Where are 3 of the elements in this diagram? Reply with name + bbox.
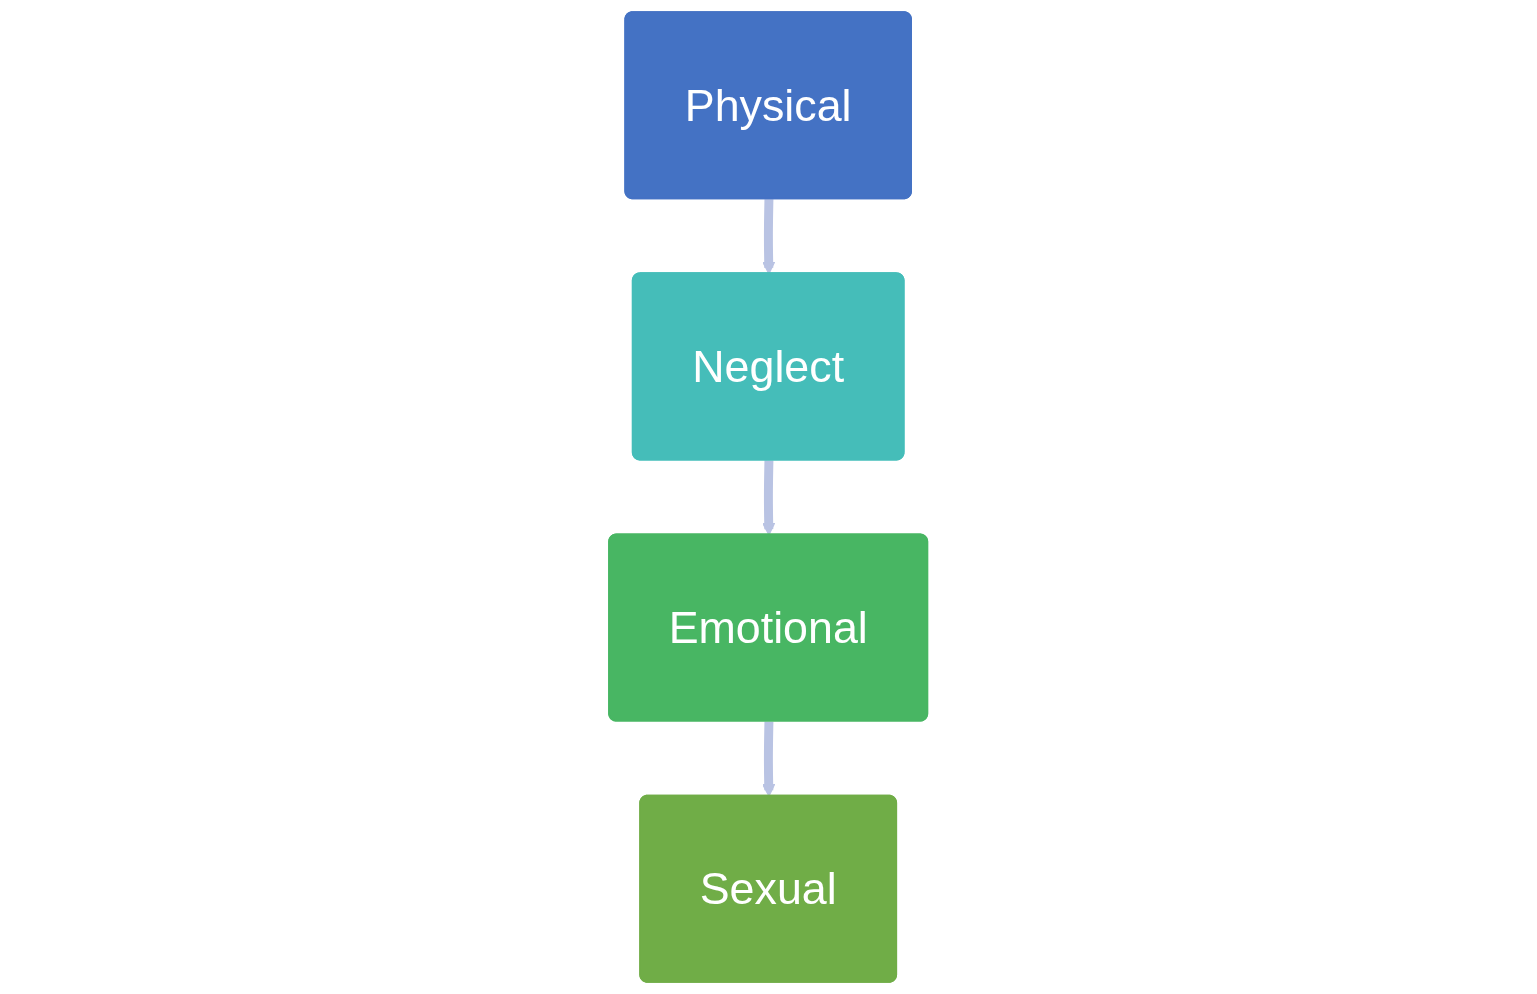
arrow <box>762 199 776 275</box>
arrow <box>762 721 776 797</box>
arrow <box>762 460 776 536</box>
